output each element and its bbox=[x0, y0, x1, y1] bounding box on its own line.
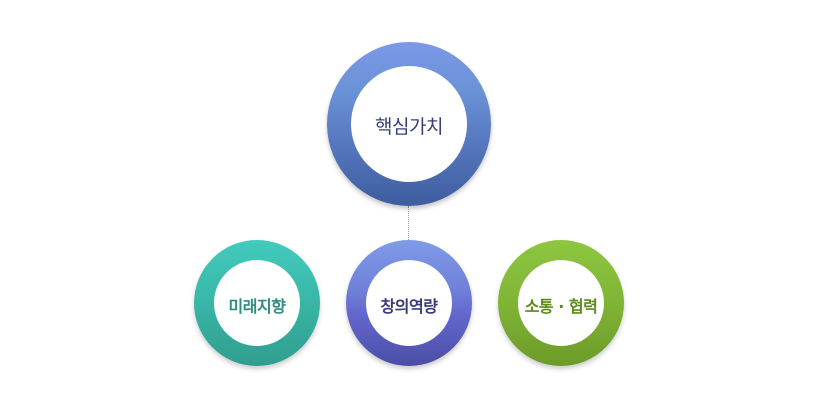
connector-line bbox=[408, 206, 409, 240]
creative-competency-node: 창의역량 bbox=[343, 239, 475, 371]
communication-cooperation-ring bbox=[498, 240, 624, 366]
future-oriented-ring bbox=[194, 240, 320, 366]
core-values-label: 핵심가치 bbox=[375, 116, 443, 138]
communication-cooperation-label: 소통 · 협력 bbox=[524, 297, 598, 316]
future-oriented-node: 미래지향 bbox=[191, 239, 323, 371]
core-values-node: 핵심가치 bbox=[324, 42, 494, 212]
core-values-ring bbox=[327, 42, 491, 206]
communication-cooperation-node: 소통 · 협력 bbox=[495, 239, 627, 371]
creative-competency-ring bbox=[346, 240, 472, 366]
future-oriented-label: 미래지향 bbox=[228, 297, 286, 316]
creative-competency-label: 창의역량 bbox=[380, 297, 438, 316]
